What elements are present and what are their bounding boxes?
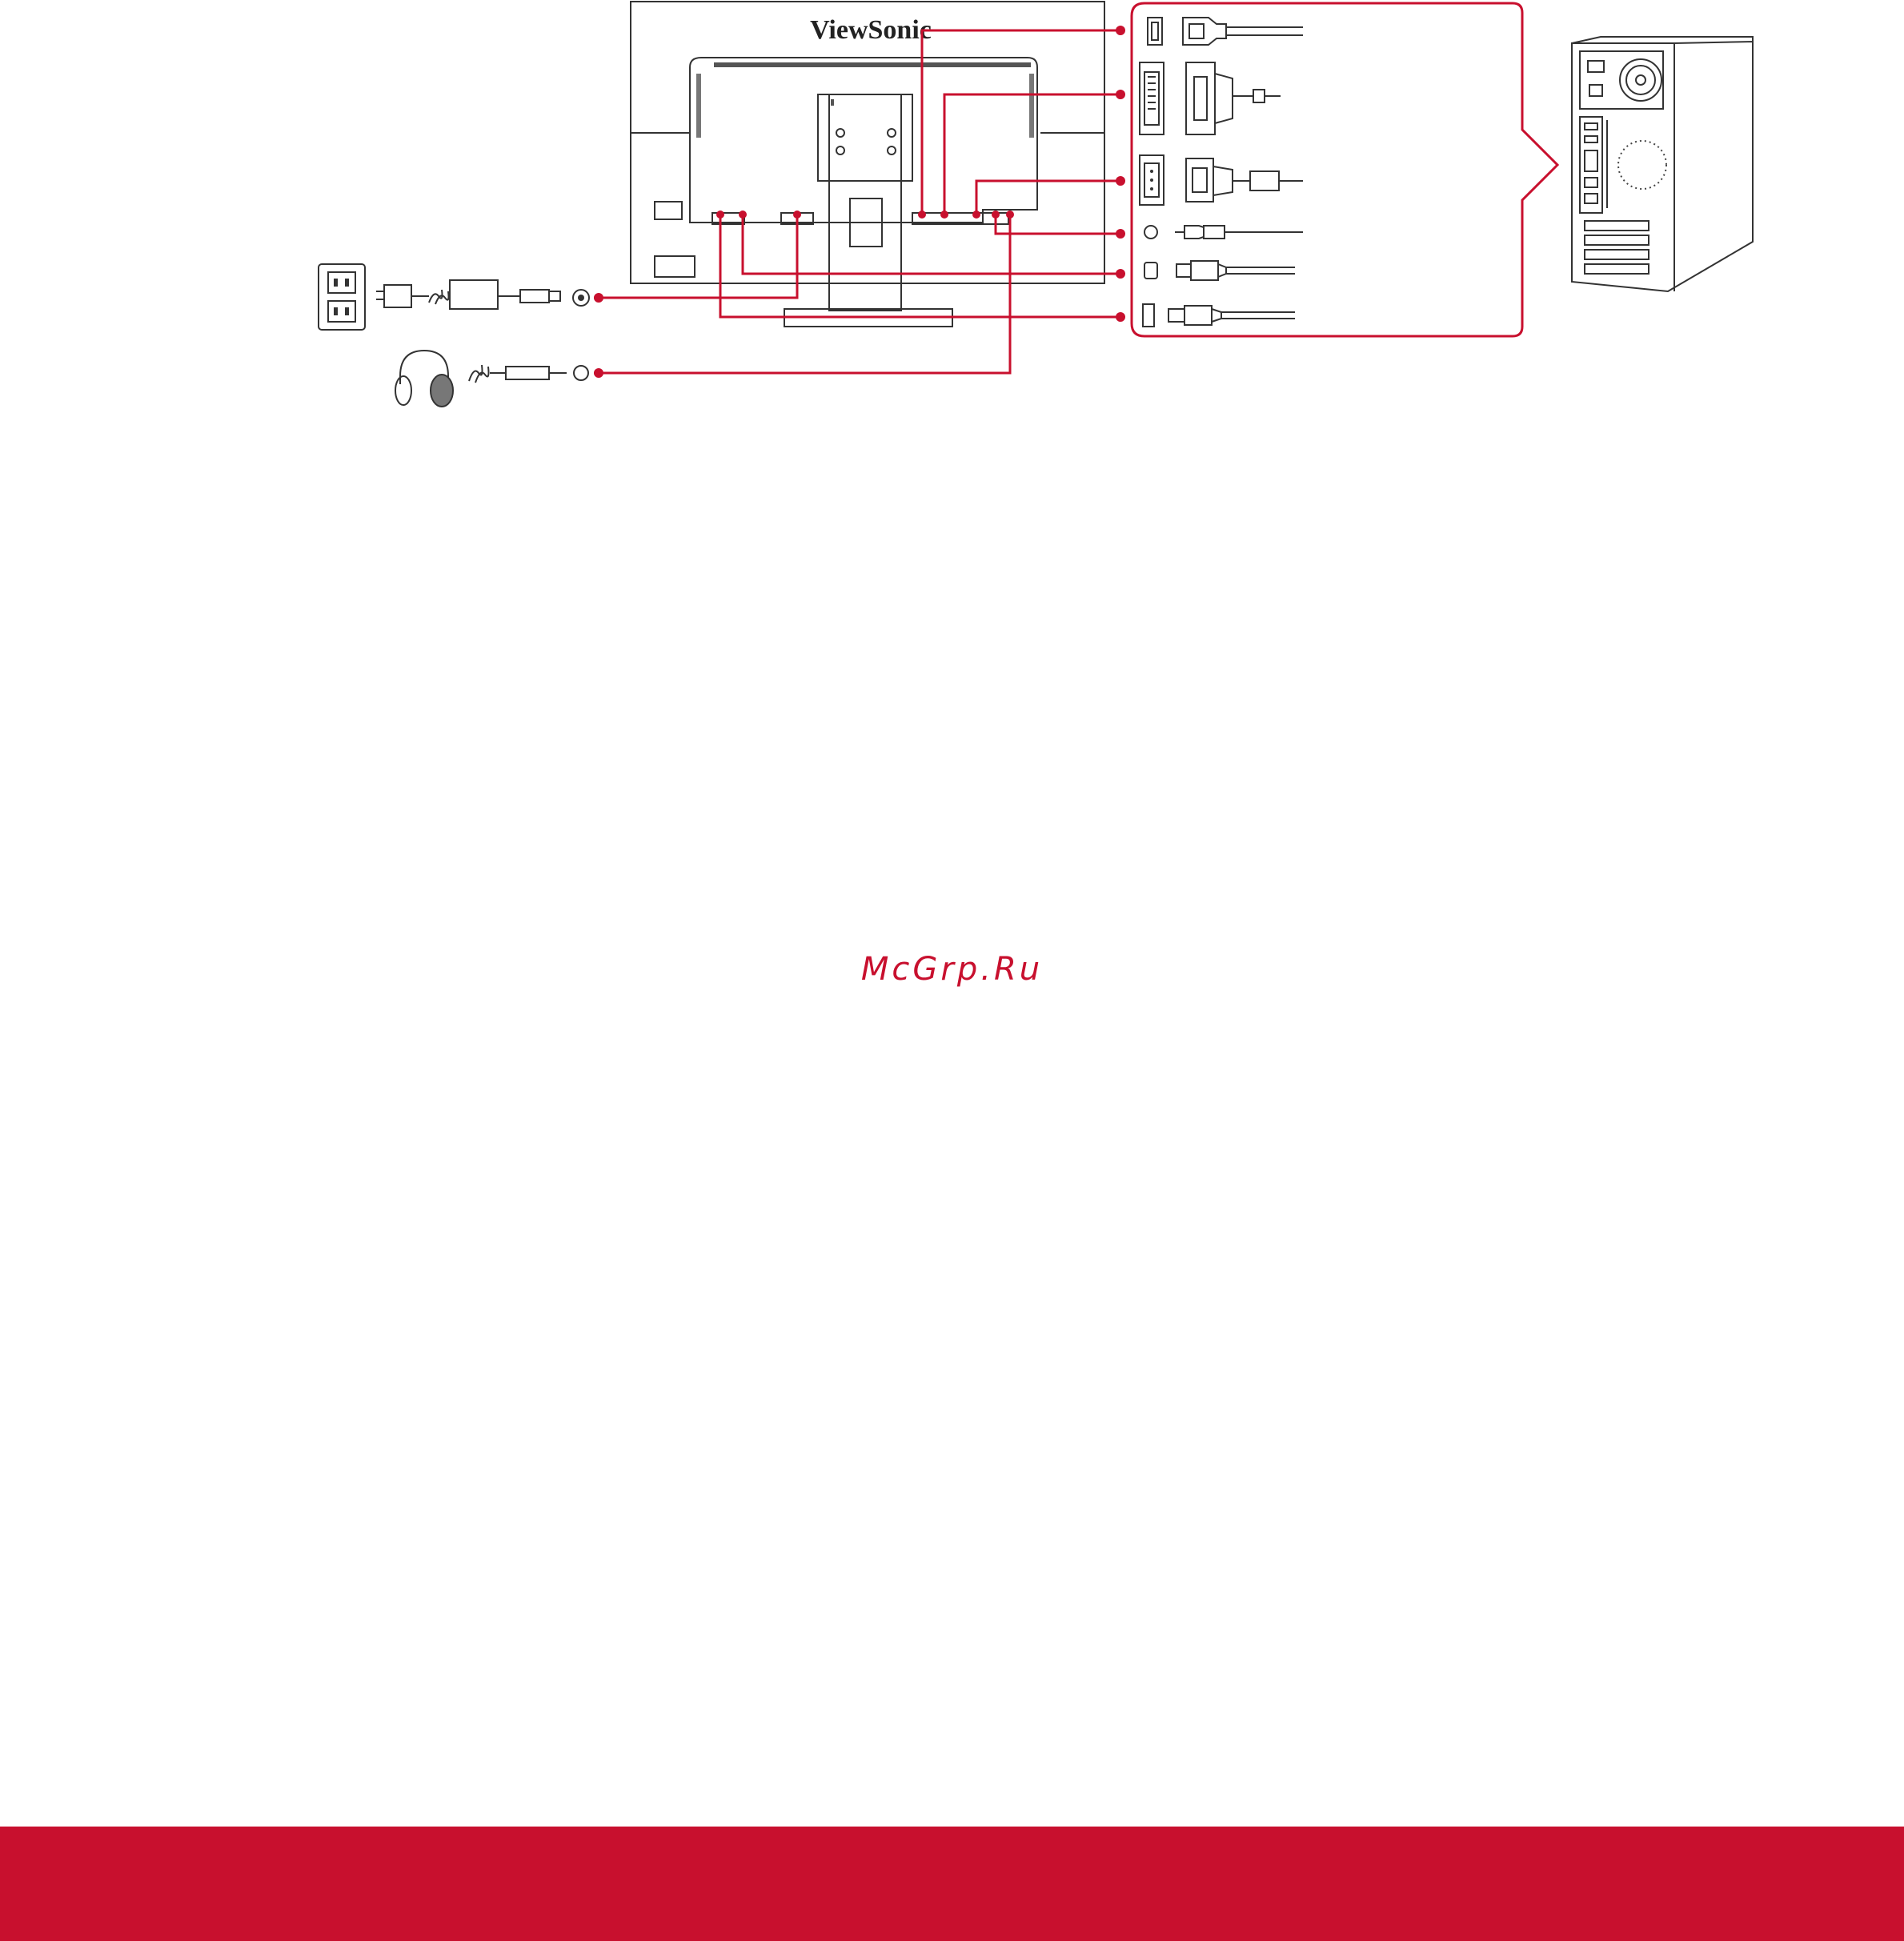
monitor-back: ViewSonic xyxy=(631,2,1104,327)
usb-b-port-icon xyxy=(1144,263,1157,279)
headphones-icon xyxy=(395,351,588,407)
vga-port-icon xyxy=(1140,155,1164,205)
usb-b-connector xyxy=(1144,261,1295,280)
connector-callout-box xyxy=(1132,3,1557,336)
hdmi-port-icon xyxy=(1148,18,1162,45)
connection-diagram: ViewSonic xyxy=(0,0,1904,416)
audio-jack-icon xyxy=(1144,226,1157,239)
usb-a-port-icon xyxy=(1143,304,1154,327)
monitor-logo: ViewSonic xyxy=(810,15,932,45)
hdmi-connector xyxy=(1148,18,1303,45)
dvi-port-icon xyxy=(1140,62,1164,134)
footer-bar xyxy=(0,1827,1904,1941)
pc-tower-icon xyxy=(1572,37,1753,291)
dvi-connector xyxy=(1140,62,1281,134)
watermark: McGrp.Ru xyxy=(0,951,1904,988)
wall-outlet-icon xyxy=(319,264,365,330)
audio-in-connector xyxy=(1144,226,1303,239)
power-adapter-icon xyxy=(376,280,589,309)
vga-connector xyxy=(1140,155,1303,205)
usb-a-connector xyxy=(1143,304,1295,327)
